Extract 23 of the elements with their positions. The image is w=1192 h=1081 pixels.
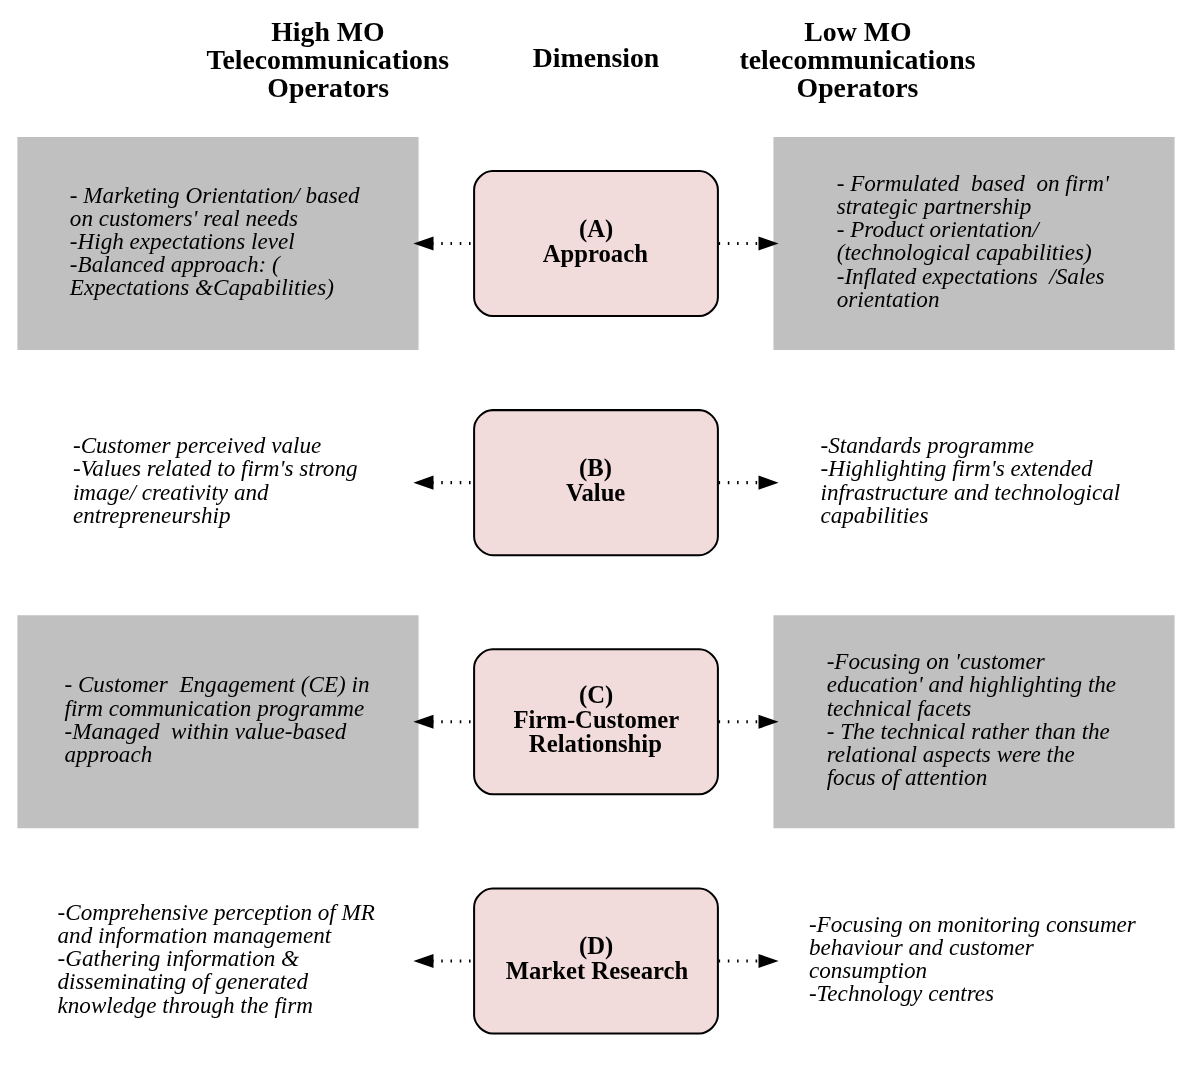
node-text: -Standards programme -Highlighting firm's extended infrastructure and technological capabilities <box>820 432 1121 528</box>
node-box: - Customer Engagement (CE) in firm communication programme -Managed within value-based approach <box>17 615 419 829</box>
node-box: -Focusing on 'customer education' and highlighting the technical facets - The technical rather than the relational aspects were the focus of attention <box>773 615 1175 829</box>
node-text: -Comprehensive perception of MR and information management -Gathering information & disseminating of generated knowledge through the firm <box>57 899 375 1018</box>
node-box: (B) Value <box>473 409 719 557</box>
label: High MO Telecommunications Operators <box>206 16 450 103</box>
node-text: -Customer perceived value -Values related to firm's strong image/ creativity and entrepreneurship <box>72 432 358 528</box>
node-box: - Formulated based on firm' strategic partnership - Product orientation/ (technological capabilities) -Inflated expectations /Sales orientation <box>773 137 1175 350</box>
node-box: - Marketing Orientation/ based on customers' real needs -High expectations level -Balanced approach: ( Expectations &Capabilities) <box>17 137 419 350</box>
arrow <box>718 475 779 490</box>
arrow <box>718 236 779 251</box>
arrow <box>413 714 474 729</box>
node-box: (A) Approach <box>473 169 719 317</box>
arrow <box>413 475 474 490</box>
arrow <box>413 953 474 968</box>
arrow <box>718 953 779 968</box>
node-box: (C) Firm-Customer Relationship <box>473 648 719 796</box>
arrow <box>413 236 474 251</box>
label: Dimension <box>532 42 660 74</box>
arrow <box>718 714 779 729</box>
node-box: (D) Market Research <box>473 887 719 1035</box>
label: Low MO telecommunications Operators <box>739 16 976 103</box>
node-text: -Focusing on monitoring consumer behaviour and customer consumption -Technology centres <box>808 910 1136 1007</box>
